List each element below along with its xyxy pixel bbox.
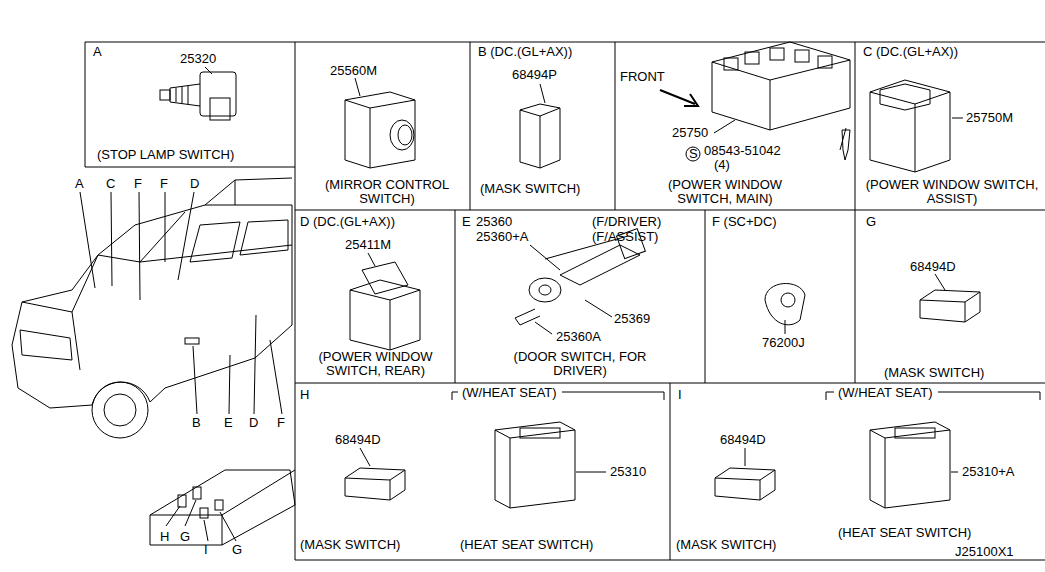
part-name: (POWER WINDOW SWITCH, ASSIST) [862,178,1042,206]
callout-number: 76200J [762,336,805,350]
part-name: (W/HEAT SEAT) [838,386,933,400]
part-name: (STOP LAMP SWITCH) [97,148,234,162]
part-name: (W/HEAT SEAT) [462,386,557,400]
callout-number: S [689,147,698,161]
callout-number: 25360A [556,330,601,344]
parts-panel: D (DC.(GL+AX)) 25411M (POWER WINDOW SWITCH… [295,210,455,383]
parts-panel: (W/HEAT SEAT) 25310 (HEAT SEAT SWITCH) [450,383,670,560]
callout-number: 25360 [476,215,512,229]
location-letter: D [249,416,258,430]
part-name: (F/ASSIST) [592,230,658,244]
callout-number: 25750M [966,111,1013,125]
parts-panel: G 68494D (MASK SWITCH) [855,210,1045,383]
drawing-code: J25100X1 [955,545,1014,559]
parts-panel: H 68494D (MASK SWITCH) [295,383,450,560]
callout-number: 25360+A [476,230,528,244]
part-name: (HEAT SEAT SWITCH) [460,538,593,552]
parts-panel: C (DC.(GL+AX)) 25750M (POWER WINDOW SWITCH… [855,42,1045,210]
location-letter: G [232,543,242,557]
callout-number: E [462,215,471,229]
location-letter: D [190,177,199,191]
part-name: (F/DRIVER) [592,215,661,229]
callout-number: 68494D [335,433,381,447]
callout-number: B (DC.(GL+AX)) [478,45,572,59]
location-letter: I [204,543,208,557]
callout-number: 25320 [180,52,216,66]
parts-panel: B (DC.(GL+AX)) 68494P (MASK SWITCH) [470,42,615,210]
callout-number: D (DC.(GL+AX)) [300,215,395,229]
callout-number: 25560M [330,64,377,78]
callout-number: 68494D [910,260,956,274]
callout-number: A [93,45,102,59]
callout-number: 25750 [672,126,708,140]
parts-panel: A 25320 (STOP LAMP SWITCH) [85,42,295,167]
parts-panel: I 68494D (MASK SWITCH) [670,383,820,560]
parts-panel: FRONT 25750S 08543-51042(4) (POWER WINDOW S… [615,42,855,210]
callout-number: 25310 [610,465,646,479]
callout-number: 68494P [512,68,557,82]
part-name: (MASK SWITCH) [480,182,580,196]
part-name: (MASK SWITCH) [884,366,984,380]
location-letter: A [75,177,84,191]
callout-number: C (DC.(GL+AX)) [863,45,958,59]
location-letter: F [277,416,285,430]
parts-panel: (W/HEAT SEAT) 25310+A (HEAT SEAT SWITCH) [820,383,1045,560]
location-letter: H [160,530,169,544]
callout-number: I [678,388,682,402]
part-name: (POWER WINDOW SWITCH, MAIN) [640,178,810,206]
part-name: (MIRROR CONTROL SWITCH) [307,178,467,206]
part-name: (MASK SWITCH) [300,538,400,552]
part-name: (MASK SWITCH) [676,538,776,552]
location-letter: F [134,177,142,191]
location-letter: C [106,177,115,191]
location-letter: B [192,416,201,430]
callout-number: FRONT [620,70,665,84]
callout-number: H [300,388,309,402]
callout-number: 08543-51042 [704,144,781,158]
callout-number: G [866,215,876,229]
location-letter: G [180,530,190,544]
part-name: (DOOR SWITCH, FOR DRIVER) [490,350,670,378]
location-letter: E [224,416,233,430]
part-name: (4) [714,158,730,172]
parts-panel: 25560M (MIRROR CONTROL SWITCH) [295,42,470,210]
callout-number: 68494D [720,433,766,447]
callout-number: 25310+A [962,465,1014,479]
part-name: (POWER WINDOW SWITCH, REAR) [298,350,453,378]
part-name: (HEAT SEAT SWITCH) [838,526,971,540]
location-letter: F [160,177,168,191]
callout-number: 25411M [345,238,391,252]
parts-panel: E 25360 (F/DRIVER) 25360+A (F/ASSIST) 25369 25… [455,210,705,383]
callout-number: F (SC+DC) [712,215,777,229]
callout-number: 25369 [614,312,650,326]
parts-panel: F (SC+DC) 76200J [705,210,855,383]
